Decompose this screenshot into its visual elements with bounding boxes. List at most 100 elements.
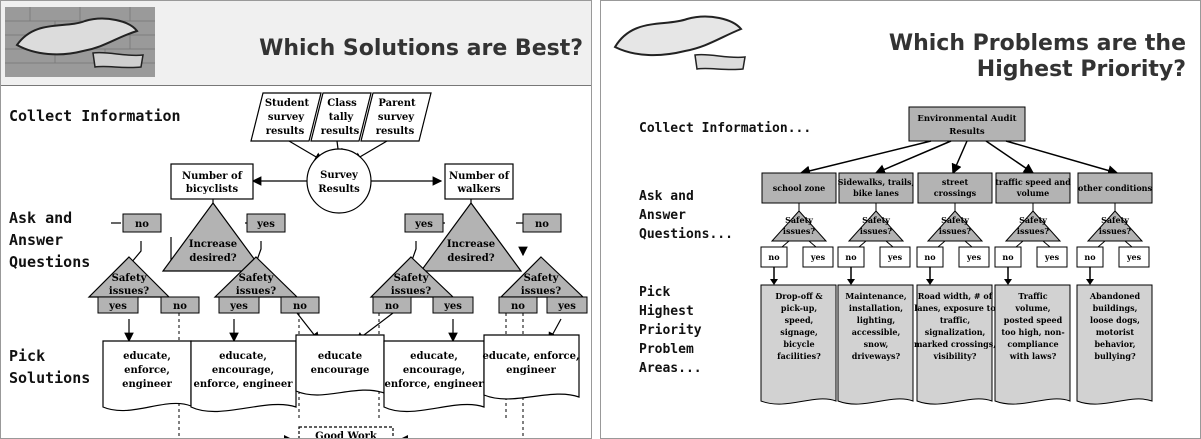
problem-document bbox=[1076, 284, 1153, 405]
connector bbox=[964, 240, 973, 248]
svg-text:no: no bbox=[511, 301, 525, 312]
svg-text:no: no bbox=[385, 301, 399, 312]
increase-triangle-bike bbox=[161, 201, 265, 272]
category-label: school zone bbox=[773, 183, 825, 193]
svg-text:educate, enforce,engineer: educate, enforce,engineer bbox=[483, 351, 580, 376]
connector bbox=[1015, 240, 1024, 248]
category-label: Sidewalks, trails,bike lanes bbox=[838, 177, 915, 198]
no-label: no bbox=[845, 252, 857, 262]
arrowhead bbox=[847, 279, 855, 285]
no-label: no bbox=[1084, 252, 1096, 262]
connector bbox=[808, 240, 817, 248]
safety-triangle bbox=[770, 210, 828, 242]
bicyclists-box bbox=[170, 163, 254, 200]
yes-label: yes bbox=[1126, 252, 1142, 262]
saferoutes-logo bbox=[5, 7, 155, 77]
yes-label: yes bbox=[810, 252, 826, 262]
connector bbox=[781, 240, 790, 248]
connector bbox=[885, 240, 894, 248]
svg-text:yes: yes bbox=[557, 301, 576, 312]
yes-label: yes bbox=[887, 252, 903, 262]
svg-text:no: no bbox=[535, 219, 549, 230]
category-box bbox=[838, 172, 914, 204]
arrowhead bbox=[770, 279, 778, 285]
yes-box bbox=[879, 246, 911, 268]
connector bbox=[1124, 240, 1133, 248]
connector bbox=[1042, 240, 1051, 248]
problem-document bbox=[837, 284, 914, 405]
safety-triangle bbox=[847, 210, 905, 242]
problem-document bbox=[760, 284, 837, 405]
solution-documents bbox=[102, 334, 580, 413]
safety-triangle bbox=[1086, 210, 1144, 242]
safety-triangle-4 bbox=[499, 256, 585, 298]
collect-information-label: Collect Information bbox=[9, 107, 181, 125]
svg-text:yes: yes bbox=[108, 301, 127, 312]
svg-text:no: no bbox=[135, 219, 149, 230]
yes-label: yes bbox=[966, 252, 982, 262]
problem-document bbox=[994, 284, 1071, 405]
arrowhead bbox=[926, 279, 934, 285]
category-box bbox=[917, 172, 993, 204]
connector bbox=[937, 240, 946, 248]
slide-title: Which Problems are the Highest Priority? bbox=[888, 31, 1186, 82]
collect-information-label: Collect Information... bbox=[639, 121, 812, 136]
problem-document bbox=[916, 284, 993, 405]
category-box bbox=[761, 172, 837, 204]
arrowhead bbox=[1004, 279, 1012, 285]
connector bbox=[858, 240, 867, 248]
increase-triangle-walk bbox=[419, 201, 523, 272]
svg-text:yes: yes bbox=[443, 301, 462, 312]
yes-box bbox=[1118, 246, 1150, 268]
arrowhead bbox=[1086, 279, 1094, 285]
safety-triangle bbox=[926, 210, 984, 242]
no-label: no bbox=[924, 252, 936, 262]
svg-text:educate,encourage,enforce, eng: educate,encourage,enforce, engineer bbox=[194, 351, 294, 390]
no-label: no bbox=[768, 252, 780, 262]
category-box bbox=[1077, 172, 1153, 204]
safety-triangle-3 bbox=[369, 256, 455, 298]
svg-text:no: no bbox=[173, 301, 187, 312]
yes-box bbox=[958, 246, 990, 268]
slide-problems: Which Problems are the Highest Priority?… bbox=[600, 0, 1201, 439]
svg-text:educate,encourage,enforce, eng: educate,encourage,enforce, engineer bbox=[385, 351, 485, 390]
category-label: other conditions bbox=[1078, 183, 1152, 193]
no-label: no bbox=[1002, 252, 1014, 262]
connector bbox=[1097, 240, 1106, 248]
slide-title: Which Solutions are Best? bbox=[259, 36, 583, 61]
yes-box bbox=[1036, 246, 1068, 268]
svg-text:yes: yes bbox=[229, 301, 248, 312]
svg-text:educate,enforce,engineer: educate,enforce,engineer bbox=[122, 351, 172, 390]
saferoutes-logo bbox=[613, 15, 746, 71]
category-box bbox=[995, 172, 1071, 204]
